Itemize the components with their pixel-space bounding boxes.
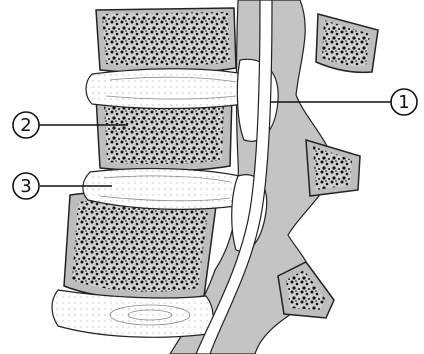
callout-number-3: 3 [20, 176, 31, 197]
intervertebral-disc-middle [83, 169, 244, 210]
callout-2: 2 [13, 112, 39, 138]
callout-number-1: 1 [398, 92, 409, 113]
callout-number-2: 2 [20, 115, 31, 136]
callout-1: 1 [391, 89, 417, 115]
vertebral-body-upper [96, 8, 236, 73]
intervertebral-disc-lower [52, 290, 213, 337]
callout-3: 3 [13, 173, 39, 199]
spinous-process-upper [316, 14, 378, 72]
spinous-process-middle [306, 140, 360, 196]
intervertebral-disc-upper [86, 69, 250, 109]
